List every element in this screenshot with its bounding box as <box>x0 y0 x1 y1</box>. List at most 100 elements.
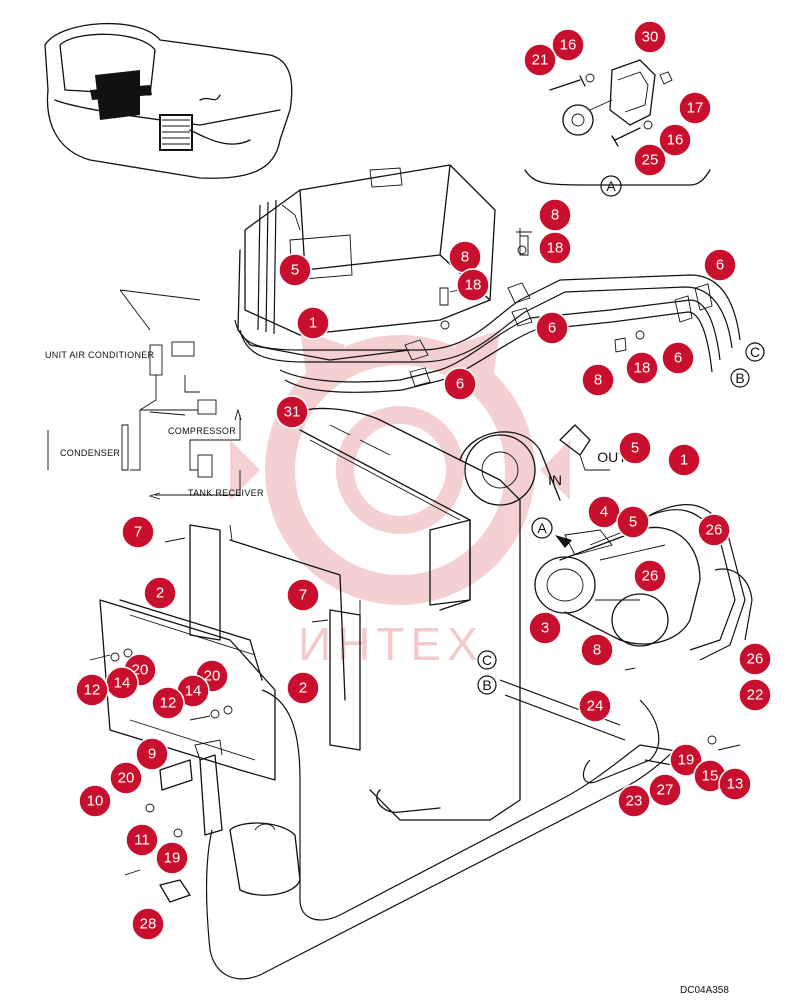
callout-number: 26 <box>642 568 659 585</box>
callout-1: 1 <box>667 443 701 477</box>
callout-badge <box>617 784 651 818</box>
callout-24: 24 <box>578 689 612 723</box>
schematic-label-unit: UNIT AIR CONDITIONER <box>45 350 155 360</box>
callout-number: 31 <box>284 404 301 421</box>
callout-number: 30 <box>642 29 659 46</box>
callout-25: 25 <box>633 143 667 177</box>
callout-number: 10 <box>87 793 104 810</box>
callout-badge <box>618 431 652 465</box>
callout-number: 12 <box>160 695 177 712</box>
port-label-in: IN <box>548 472 562 488</box>
callout-26: 26 <box>633 559 667 593</box>
callout-2: 2 <box>286 671 320 705</box>
detail-view-a <box>524 59 711 186</box>
connector-b-top: B <box>730 368 750 388</box>
callout-number: 8 <box>593 642 601 659</box>
callout-badge <box>75 673 109 707</box>
callout-number: 7 <box>299 587 307 604</box>
callout-22: 22 <box>738 678 772 712</box>
callout-badge <box>538 231 572 265</box>
callout-number: 6 <box>548 320 556 337</box>
callout-16: 16 <box>658 123 692 157</box>
callout-2: 2 <box>143 576 177 610</box>
callout-number: 18 <box>634 360 651 377</box>
callout-6: 6 <box>535 311 569 345</box>
connector-c-bottom: C <box>477 650 497 670</box>
fasteners <box>89 228 741 876</box>
callout-badge <box>523 43 557 77</box>
callout-3: 3 <box>528 611 562 645</box>
callout-badge <box>661 341 695 375</box>
callout-11: 11 <box>125 823 159 857</box>
callout-7: 7 <box>121 515 155 549</box>
callout-number: 1 <box>680 452 688 469</box>
callout-19: 19 <box>669 743 703 777</box>
callout-number: 13 <box>727 776 744 793</box>
callout-8: 8 <box>538 198 572 232</box>
callout-number: 18 <box>547 240 564 257</box>
callout-badge <box>528 611 562 645</box>
condenser <box>99 524 361 781</box>
callout-6: 6 <box>703 248 737 282</box>
callout-badge <box>669 743 703 777</box>
callout-number: 17 <box>687 100 704 117</box>
connector-b-bottom: B <box>477 675 497 695</box>
callout-number: 14 <box>114 675 131 692</box>
callout-number: 5 <box>629 514 637 531</box>
callout-5: 5 <box>618 431 652 465</box>
schematic-label-compressor: COMPRESSOR <box>168 426 236 436</box>
callout-badge <box>78 784 112 818</box>
callout-6: 6 <box>661 341 695 375</box>
connector-c-label: C <box>750 344 760 360</box>
callout-badge <box>443 367 477 401</box>
callout-badge <box>718 767 752 801</box>
callout-number: 21 <box>532 52 549 69</box>
callout-number: 16 <box>667 132 684 149</box>
callout-number: 25 <box>642 152 659 169</box>
callout-8: 8 <box>581 363 615 397</box>
callout-7: 7 <box>286 578 320 612</box>
callout-badge <box>580 633 614 667</box>
callout-badge <box>667 443 701 477</box>
schematic-label-condenser: CONDENSER <box>60 448 120 458</box>
callout-number: 3 <box>541 620 549 637</box>
callout-badge <box>125 823 159 857</box>
callout-28: 28 <box>131 907 165 941</box>
callout-badge <box>121 515 155 549</box>
callout-number: 28 <box>140 916 157 933</box>
callout-badge <box>551 28 585 62</box>
callout-number: 20 <box>118 770 135 787</box>
callout-number: 6 <box>716 257 724 274</box>
callout-number: 5 <box>291 262 299 279</box>
callout-number: 2 <box>299 680 307 697</box>
callout-badge <box>151 686 185 720</box>
callout-badge <box>296 306 330 340</box>
view-label-a-main: A <box>537 520 547 536</box>
callout-badge <box>697 513 731 547</box>
connector-b-label: B <box>735 370 744 386</box>
callout-17: 17 <box>678 91 712 125</box>
callout-number: 14 <box>185 683 202 700</box>
machine-overview <box>44 23 293 179</box>
callout-23: 23 <box>617 784 651 818</box>
callout-number: 19 <box>678 752 695 769</box>
callout-number: 6 <box>674 350 682 367</box>
callout-badge <box>275 395 309 429</box>
schematic-label-receiver: TANK RECEIVER <box>188 488 264 498</box>
callout-badge <box>456 268 490 302</box>
callout-16: 16 <box>551 28 585 62</box>
callout-badge <box>535 311 569 345</box>
callout-badge <box>143 576 177 610</box>
callout-number: 18 <box>465 277 482 294</box>
callout-badge <box>135 737 169 771</box>
engine-block <box>289 407 561 821</box>
callout-number: 1 <box>309 315 317 332</box>
callout-badge <box>738 678 772 712</box>
callout-badge <box>131 907 165 941</box>
callout-number: 15 <box>702 768 719 785</box>
callout-badge <box>738 642 772 676</box>
watermark-logo <box>230 330 570 605</box>
callout-18: 18 <box>456 268 490 302</box>
